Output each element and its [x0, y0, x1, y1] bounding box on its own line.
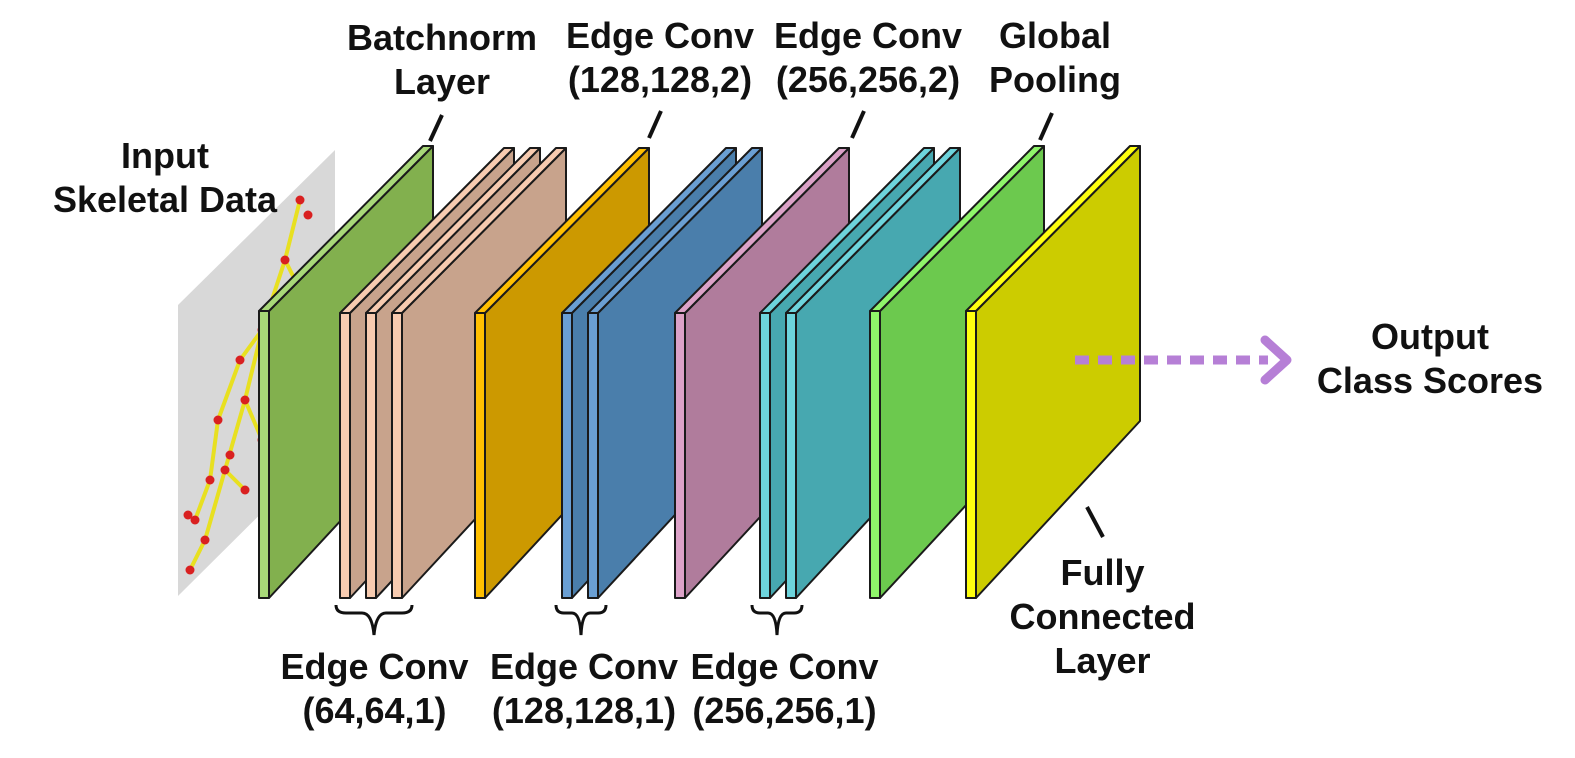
- input-skeletal-data-image: [178, 150, 335, 596]
- skeleton-joint: [240, 485, 250, 495]
- edge-conv-256-2-label: Edge Conv(256,256,2): [773, 15, 962, 100]
- leader-lines: [428, 110, 1105, 538]
- edge-conv-128-1-label: Edge Conv(128,128,1): [489, 646, 678, 731]
- skeleton-bone: [223, 468, 247, 492]
- skeleton-joint: [190, 515, 200, 525]
- edge-conv-128-2-label: Edge Conv(128,128,2): [565, 15, 754, 100]
- skeleton-bone: [216, 359, 242, 421]
- global-pooling-layer-slab: [869, 145, 1045, 599]
- skeleton-joint: [183, 510, 193, 520]
- skeleton-joint: [240, 395, 250, 405]
- skeleton-bone: [193, 479, 212, 521]
- skeleton-joint: [220, 465, 230, 475]
- fully-connected-layer: [965, 145, 1141, 599]
- output-arrow: [1075, 335, 1292, 385]
- edge-conv-256-1-label: Edge Conv(256,256,1): [690, 646, 879, 731]
- skeleton-bone: [208, 419, 220, 481]
- skeleton-joint: [295, 195, 305, 205]
- skeleton-joint: [235, 355, 245, 365]
- skeleton-figure: [183, 195, 313, 575]
- grouping-braces: [334, 604, 804, 636]
- fully-connected-layer-slab: [965, 145, 1141, 599]
- skeleton-joint: [225, 450, 235, 460]
- skeleton-joint: [303, 210, 313, 220]
- skeleton-joint: [200, 535, 210, 545]
- skeleton-bone: [203, 469, 227, 541]
- skeleton-joint: [213, 415, 223, 425]
- skeleton-joint: [205, 475, 215, 485]
- layer-stack: [258, 145, 1141, 599]
- skeleton-joint: [280, 255, 290, 265]
- global-pooling-layer: [869, 145, 1045, 599]
- edge-conv-64-1-label: Edge Conv(64,64,1): [280, 646, 469, 731]
- skeleton-bone: [283, 199, 302, 261]
- skeleton-joint: [185, 565, 195, 575]
- skeleton-bone: [188, 539, 207, 571]
